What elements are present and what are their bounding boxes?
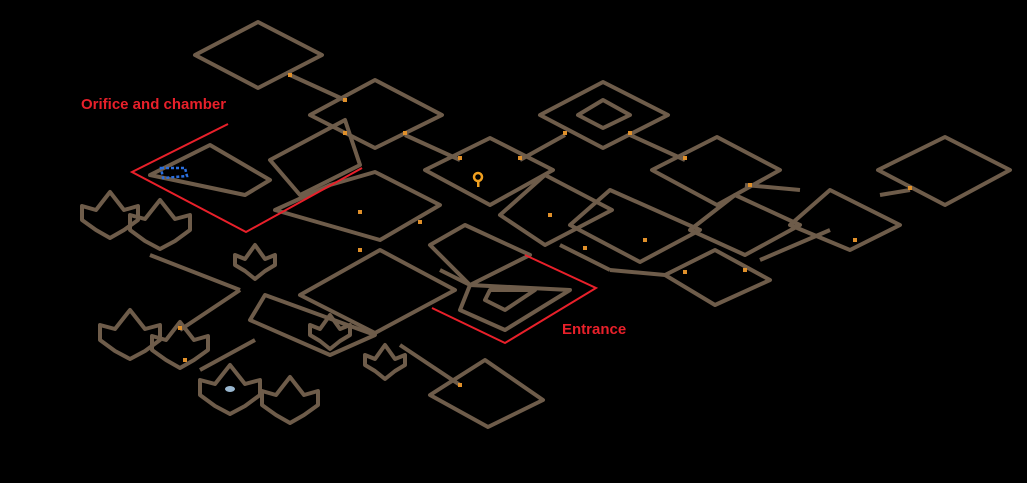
room-wall [788,188,902,252]
door-marker [358,210,362,214]
door-marker [683,270,687,274]
door-marker [683,156,687,160]
cross-room-wall [233,243,277,281]
door-marker [643,238,647,242]
door-marker [178,326,182,330]
key-icon [472,171,484,183]
cross-room-wall [128,198,192,251]
corridor-wall [609,268,666,277]
room-wall [148,143,272,197]
door-marker [518,156,522,160]
room-wall [308,78,444,150]
cross-room-wall [363,343,407,381]
cross-room-wall [198,363,262,416]
door-marker [748,183,752,187]
room-wall [576,98,632,130]
cross-room-wall [98,308,162,361]
entrance-annotation-label: Entrance [562,321,627,338]
room-wall [650,135,782,207]
room-wall [193,20,324,90]
orifice-marker-icon [159,166,189,180]
door-marker [743,268,747,272]
room-wall [568,188,702,264]
room-wall [663,248,772,307]
corridor-wall [178,288,242,332]
room-wall [538,80,670,150]
cross-room-wall [150,320,210,370]
corridor-wall [759,228,831,262]
corridor-wall [744,183,801,192]
room-wall [423,136,555,207]
entrance-annotation-outline [431,254,599,345]
corridor-wall [404,133,461,162]
door-marker [563,131,567,135]
corridor-wall [879,188,911,197]
door-marker [853,238,857,242]
room-wall [428,223,532,287]
door-marker [343,131,347,135]
room-wall [268,118,362,197]
room-wall [498,173,614,247]
room-wall [876,135,1012,207]
door-marker [343,98,347,102]
corridor-wall [398,343,462,387]
item-icon [225,386,235,392]
corridor-wall [629,133,686,162]
door-marker [628,131,632,135]
room-wall [428,358,545,429]
key-icon [477,181,480,187]
orifice-annotation-label: Orifice and chamber [81,96,227,113]
corridor-wall [149,253,241,292]
door-marker [288,73,292,77]
orifice-annotation-outline [129,123,363,234]
corridor-wall [289,73,346,102]
door-marker [403,131,407,135]
room-wall [248,293,377,357]
door-marker [358,248,362,252]
door-marker [908,186,912,190]
room-wall [688,193,802,257]
corridor-wall [519,133,566,162]
room-wall [483,288,537,312]
cross-room-wall [308,313,352,351]
door-marker [458,383,462,387]
door-marker [183,358,187,362]
corridor-wall [559,243,611,272]
door-marker [418,220,422,224]
corridor-wall [199,338,256,372]
room-wall [458,283,572,332]
cross-room-wall [260,375,320,425]
door-marker [583,246,587,250]
door-marker [548,213,552,217]
corridor-wall [439,268,471,287]
cross-room-wall [80,190,140,240]
room-wall [273,170,442,242]
door-marker [458,156,462,160]
room-wall [298,248,457,335]
